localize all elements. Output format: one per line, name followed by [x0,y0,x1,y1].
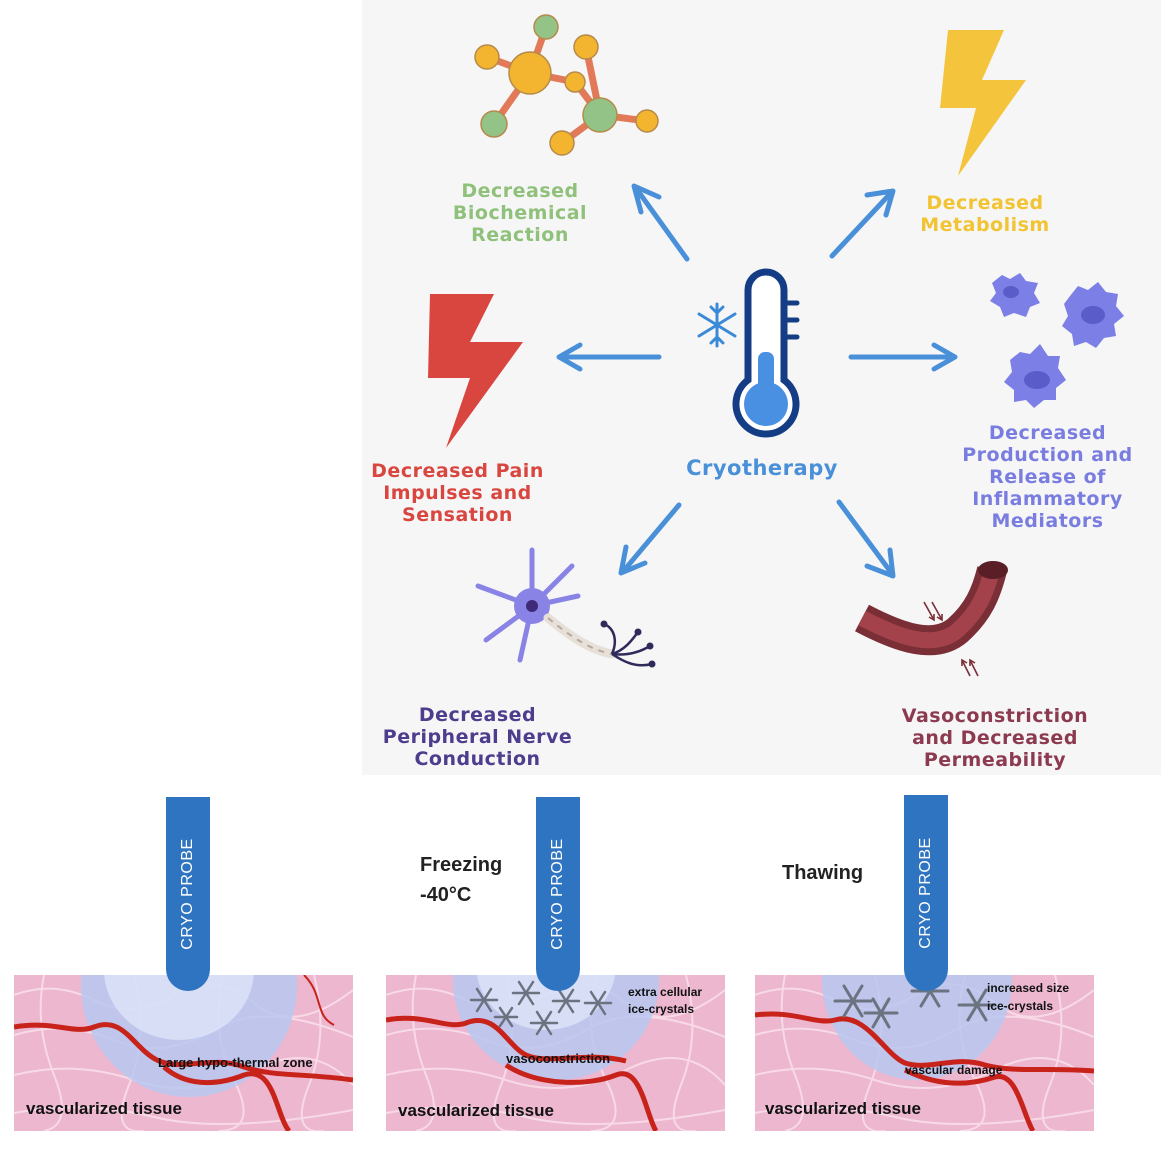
arrow-to-metabolism [829,188,896,259]
cryo-probe: CRYO PROBE [166,797,210,991]
arrow-to-vaso [836,499,896,579]
label-line: Release of [989,466,1106,488]
label-line: Conduction [414,748,541,770]
molecule-icon [474,14,659,156]
state-line: Freezing [420,854,503,876]
tissue-label: vascularized tissue [765,1099,921,1118]
freezing-state-label: Freezing -40°C [420,850,502,910]
pain-label: Decreased Pain Impulses and Sensation [350,460,565,526]
label-line: Decreased [988,422,1107,444]
label-line: Mediators [991,510,1104,532]
tissue-label: vascularized tissue [398,1101,554,1120]
nerve-label: Decreased Peripheral Nerve Conduction [365,704,590,770]
lightning-bolt-icon [940,30,1026,176]
cryotherapy-label: Cryotherapy [686,456,838,480]
cryo-probe: CRYO PROBE [904,795,948,991]
annotation: ice-crystals [987,999,1054,1013]
state-line: Thawing [782,862,864,884]
tissue-illustration [14,975,353,1131]
cryo-probe: CRYO PROBE [536,797,580,991]
label-line: Vasoconstriction [901,705,1089,727]
vaso-label: Vasoconstriction and Decreased Permeabil… [880,705,1110,771]
inflammatory-label: Decreased Production and Release of Infl… [950,422,1145,532]
label-line: Impulses and [383,482,532,504]
snowflake-icon [697,302,737,348]
label-line: and Decreased [912,727,1078,749]
arrow-to-inflammatory [848,342,958,372]
probe-label: CRYO PROBE [179,838,196,950]
arrow-to-pain [556,342,662,372]
label-line: Inflammatory [972,488,1123,510]
annotation: extra cellular [628,985,703,999]
state-line: -40°C [420,884,472,906]
annotation: increased size [987,981,1070,995]
thawing-state-label: Thawing [782,858,863,888]
immune-cell-icon [990,273,1124,408]
label-line: Peripheral Nerve [382,726,573,748]
annotation: ice-crystals [628,1002,695,1016]
label-line: Production and [962,444,1133,466]
annotation: vascular damage [905,1063,1003,1077]
lightning-bolt-icon [428,294,523,448]
probe-label: CRYO PROBE [549,838,566,950]
label-line: Biochemical [452,202,588,224]
label-line: Decreased Pain [371,460,544,482]
tissue-label: vascularized tissue [26,1099,182,1118]
label-line: Decreased [418,704,537,726]
arrow-to-nerve [618,502,682,576]
label-line: Decreased [926,192,1044,214]
blood-vessel-icon [855,561,1008,677]
tissue-block-1: Large hypo-thermal zone vascularized tis… [14,975,353,1131]
label-line: Decreased [461,180,579,202]
tissue-illustration [755,975,1094,1131]
label-line: Metabolism [920,214,1050,236]
annotation: Large hypo-thermal zone [158,1055,313,1070]
probe-label: CRYO PROBE [917,837,934,949]
thermometer-icon [732,268,800,438]
metabolism-label: Decreased Metabolism [895,192,1075,236]
label-line: Sensation [402,504,513,526]
tissue-illustration [386,975,725,1131]
biochemical-label: Decreased Biochemical Reaction [430,180,610,246]
label-line: Permeability [923,749,1067,771]
neuron-icon [475,547,656,668]
tissue-block-2: extra cellular ice-crystals vasoconstric… [386,975,725,1131]
arrow-to-biochemical [631,183,690,262]
tissue-block-3: increased size ice-crystals vascular dam… [755,975,1094,1131]
label-line: Reaction [471,224,569,246]
annotation: vasoconstriction [506,1051,611,1066]
